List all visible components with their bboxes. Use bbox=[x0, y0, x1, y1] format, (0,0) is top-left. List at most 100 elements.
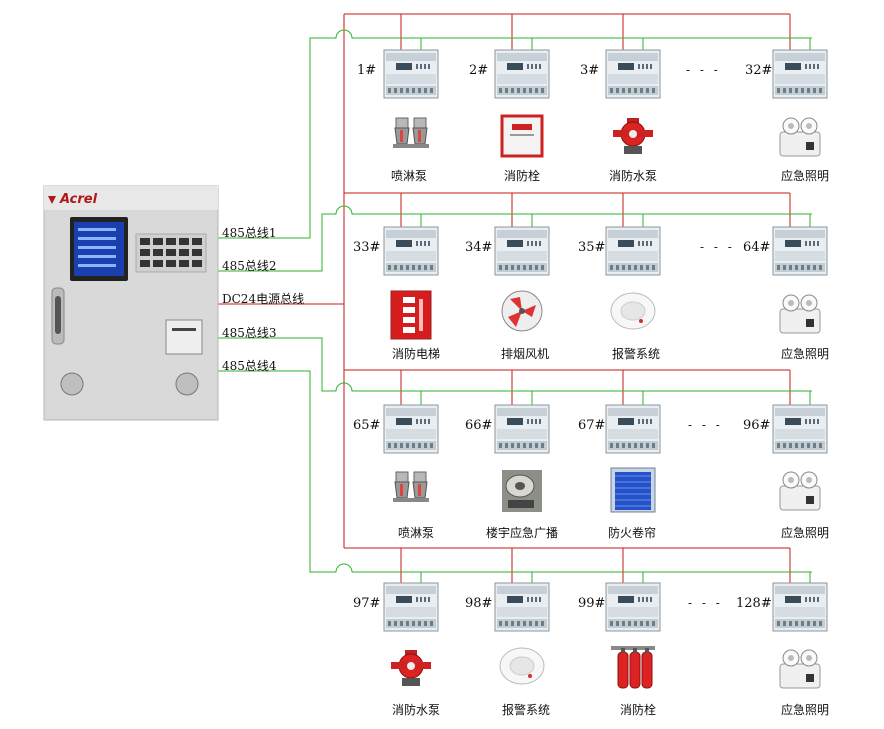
lamp-lens bbox=[806, 123, 812, 129]
module-led bbox=[428, 241, 430, 246]
module-led bbox=[813, 419, 815, 424]
display-text-line bbox=[78, 246, 116, 249]
terminal-screw bbox=[622, 443, 625, 448]
module-led bbox=[539, 64, 541, 69]
terminal-screw bbox=[819, 265, 822, 270]
pump-base bbox=[402, 678, 420, 686]
fan-blade bbox=[508, 311, 522, 327]
module-lcd bbox=[396, 240, 412, 247]
terminal-screw bbox=[807, 265, 810, 270]
module-led bbox=[638, 419, 640, 424]
ellipsis: - - - bbox=[688, 596, 723, 610]
module-number: 98# bbox=[465, 596, 493, 611]
terminal-screw bbox=[610, 265, 613, 270]
sprinkler-deflector bbox=[411, 498, 429, 502]
module-lcd bbox=[618, 418, 634, 425]
terminal-screw bbox=[499, 443, 502, 448]
emergency-light-icon bbox=[779, 294, 821, 334]
monitoring-module bbox=[605, 582, 661, 632]
fan-blade bbox=[522, 305, 536, 317]
terminal-screw bbox=[819, 443, 822, 448]
terminal-screw bbox=[813, 621, 816, 626]
keypad-key bbox=[153, 249, 163, 256]
terminal-screw bbox=[418, 443, 421, 448]
module-led bbox=[817, 64, 819, 69]
detector-chamber bbox=[509, 656, 535, 676]
terminal-screw bbox=[783, 621, 786, 626]
module-number: 32# bbox=[745, 63, 773, 78]
terminal-screw bbox=[795, 265, 798, 270]
cylinder-valve bbox=[621, 648, 625, 653]
pump-cap bbox=[627, 118, 639, 124]
module-terminal-row bbox=[775, 53, 825, 61]
terminal-screw bbox=[400, 265, 403, 270]
terminal-screw bbox=[813, 88, 816, 93]
terminal-screw bbox=[541, 621, 544, 626]
module-terminal-row bbox=[775, 586, 825, 594]
module-led bbox=[424, 597, 426, 602]
module-led bbox=[531, 241, 533, 246]
terminal-screw bbox=[430, 88, 433, 93]
terminal-screw bbox=[801, 443, 804, 448]
module-led bbox=[805, 241, 807, 246]
keypad-key bbox=[192, 249, 202, 256]
terminal-screw bbox=[789, 443, 792, 448]
terminal-screw bbox=[535, 265, 538, 270]
terminal-screw bbox=[529, 621, 532, 626]
terminal-screw bbox=[813, 265, 816, 270]
module-lcd bbox=[785, 240, 801, 247]
monitoring-module bbox=[383, 404, 439, 454]
display-text-line bbox=[78, 255, 116, 258]
terminal-screw bbox=[622, 265, 625, 270]
module-bottom-terminals bbox=[497, 619, 547, 628]
module-label-band bbox=[775, 74, 825, 84]
bus-label-485-4: 485总线4 bbox=[222, 359, 277, 373]
terminal-screw bbox=[616, 443, 619, 448]
module-bottom-terminals bbox=[497, 86, 547, 95]
handle-grip bbox=[55, 296, 61, 334]
module-led bbox=[424, 241, 426, 246]
fire-shutter-icon bbox=[610, 467, 656, 513]
device-label: 消防水泵 bbox=[608, 169, 657, 183]
terminal-screw bbox=[535, 621, 538, 626]
sign-glyph bbox=[403, 307, 415, 313]
terminal-screw bbox=[406, 621, 409, 626]
sprinkler-bulb bbox=[400, 484, 403, 496]
sprinkler-deflector bbox=[411, 144, 429, 148]
terminal-screw bbox=[807, 443, 810, 448]
module-bottom-terminals bbox=[497, 263, 547, 272]
fire-pump-icon bbox=[391, 650, 431, 686]
module-label-band bbox=[775, 251, 825, 261]
module-lcd bbox=[396, 596, 412, 603]
terminal-screw bbox=[388, 265, 391, 270]
module-terminal-row bbox=[386, 586, 436, 594]
terminal-screw bbox=[610, 443, 613, 448]
ellipsis: - - - bbox=[686, 63, 721, 77]
module-led bbox=[531, 597, 533, 602]
module-led bbox=[809, 64, 811, 69]
ellipsis: - - - bbox=[700, 240, 735, 254]
rs485-bus-line bbox=[218, 370, 812, 573]
pump-cap bbox=[405, 650, 417, 656]
module-number: 128# bbox=[736, 596, 772, 611]
sprinkler-bulb bbox=[400, 130, 403, 142]
rs485-bus-line bbox=[218, 205, 812, 272]
keypad-key bbox=[140, 238, 150, 245]
terminal-screw bbox=[523, 265, 526, 270]
detector-chamber bbox=[620, 301, 646, 321]
module-terminal-row bbox=[386, 230, 436, 238]
bus-label-485-1: 485总线1 bbox=[222, 226, 277, 240]
device-label: 消防栓 bbox=[619, 703, 656, 717]
terminal-screw bbox=[634, 621, 637, 626]
sign-glyph bbox=[403, 317, 415, 323]
terminal-screw bbox=[412, 88, 415, 93]
module-led bbox=[424, 64, 426, 69]
module-led bbox=[642, 419, 644, 424]
sign-glyph bbox=[403, 297, 415, 303]
module-led bbox=[535, 241, 537, 246]
terminal-screw bbox=[801, 265, 804, 270]
module-led bbox=[638, 64, 640, 69]
module-number: 64# bbox=[743, 240, 771, 255]
terminal-screw bbox=[622, 88, 625, 93]
terminal-screw bbox=[505, 88, 508, 93]
